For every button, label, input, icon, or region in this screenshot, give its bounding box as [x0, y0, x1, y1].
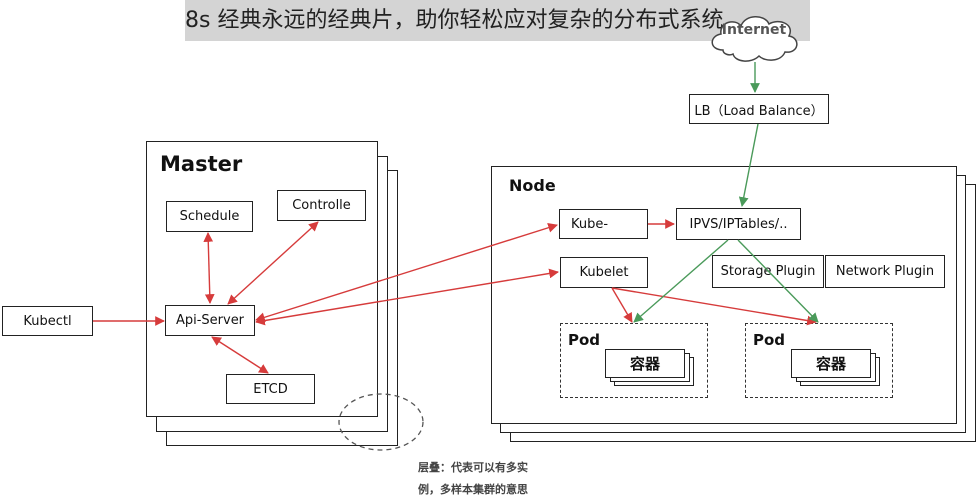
- caption-text: 8s 经典永远的经典片，助你轻松应对复杂的分布式系统: [185, 8, 724, 33]
- network-plugin-box[interactable]: Network Plugin: [825, 255, 945, 288]
- controller-box[interactable]: Controlle: [277, 190, 366, 221]
- arrow-schedule-api: [203, 232, 215, 304]
- arrow-ipvs-pod-left: [633, 239, 729, 323]
- storage-plugin-box[interactable]: Storage Plugin: [712, 255, 824, 288]
- pod-right-label: Pod: [753, 331, 786, 349]
- annotation-note: 层叠：代表可以有多实 例，多样本集群的意思: [418, 457, 528, 501]
- kube-proxy-box[interactable]: Kube-: [559, 209, 648, 239]
- etcd-label: ETCD: [253, 381, 288, 397]
- arrow-api-kubeproxy: [255, 222, 558, 323]
- controller-label: Controlle: [292, 198, 351, 213]
- stack-annotation-circle: [338, 393, 424, 451]
- annotation-line-2: 例，多样本集群的意思: [418, 483, 528, 496]
- annotation-line-1: 层叠：代表可以有多实: [418, 461, 528, 474]
- node-title: Node: [509, 176, 556, 195]
- master-title: Master: [160, 152, 243, 176]
- api-server-label: Api-Server: [175, 313, 245, 328]
- pod-left-container-label: 容器: [629, 355, 660, 373]
- pod-left-container[interactable]: 容器: [605, 349, 685, 378]
- internet-label: Internet: [721, 22, 787, 38]
- caption-banner: 8s 经典永远的经典片，助你轻松应对复杂的分布式系统: [185, 0, 810, 41]
- arrow-lb-ipvs: [738, 123, 759, 207]
- schedule-box[interactable]: Schedule: [166, 201, 253, 232]
- arrow-kubelet-pod-left: [611, 287, 633, 323]
- api-server-box[interactable]: Api-Server: [165, 305, 255, 336]
- arrow-api-etcd: [211, 336, 269, 374]
- kubelet-box[interactable]: Kubelet: [560, 257, 648, 288]
- pod-left-label: Pod: [568, 331, 601, 349]
- arrow-ipvs-pod-right: [737, 239, 819, 323]
- schedule-label: Schedule: [179, 209, 240, 224]
- network-plugin-label: Network Plugin: [835, 264, 935, 279]
- load-balancer-box[interactable]: LB（Load Balance）: [689, 94, 829, 124]
- internet-cloud-icon: [711, 16, 798, 62]
- kubectl-box[interactable]: Kubectl: [2, 306, 93, 336]
- pod-right-container-label: 容器: [815, 355, 846, 373]
- etcd-box[interactable]: ETCD: [226, 374, 315, 404]
- pod-right-container[interactable]: 容器: [791, 349, 871, 378]
- arrow-kubelet-pod-right: [611, 287, 817, 326]
- load-balancer-label: LB（Load Balance）: [694, 103, 824, 119]
- ipvs-box[interactable]: IPVS/IPTables/..: [676, 208, 801, 240]
- kubectl-label: Kubectl: [23, 313, 72, 329]
- kube-proxy-label: Kube-: [570, 216, 609, 232]
- arrow-controller-api: [227, 221, 319, 305]
- kubelet-label: Kubelet: [579, 265, 629, 280]
- arrow-api-kubelet: [255, 268, 559, 326]
- ipvs-label: IPVS/IPTables/..: [689, 216, 788, 232]
